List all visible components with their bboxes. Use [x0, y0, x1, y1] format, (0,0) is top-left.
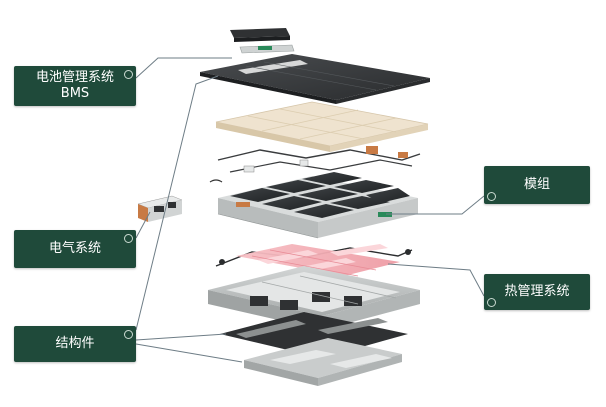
label-electrical-text: 电气系统 [48, 241, 101, 256]
label-thermal-text: 热管理系统 [504, 284, 570, 299]
label-thermal-management: 热管理系统 [484, 274, 590, 310]
label-electrical-system: 电气系统 [14, 230, 136, 268]
thermal-layer [215, 244, 413, 277]
module-layer [217, 172, 418, 239]
wiring-harness [209, 146, 421, 183]
label-structural-parts: 结构件 [14, 326, 136, 362]
label-bms: 电池管理系统 BMS [14, 66, 136, 106]
bms-board [230, 28, 295, 54]
label-bms-line2: BMS [60, 86, 90, 101]
leader-lines [135, 57, 485, 363]
leader-structural-1 [135, 75, 219, 331]
marker-dot-icon [124, 330, 133, 339]
label-module: 模组 [484, 166, 590, 204]
top-cover [200, 54, 430, 104]
leader-bms [135, 57, 232, 79]
label-structural-text: 结构件 [55, 336, 95, 351]
label-bms-line1: 电池管理系统 [35, 70, 114, 85]
marker-dot-icon [487, 298, 496, 307]
leader-module [386, 195, 485, 215]
leader-structural-3 [135, 343, 243, 363]
leader-thermal [387, 263, 485, 297]
label-module-text: 模组 [523, 177, 550, 192]
leader-electrical [135, 211, 151, 239]
electrical-box [137, 195, 183, 222]
marker-dot-icon [124, 234, 133, 243]
bottom-plate [220, 312, 408, 386]
leader-structural-2 [135, 333, 227, 341]
marker-dot-icon [487, 192, 496, 201]
marker-dot-icon [124, 70, 133, 79]
insulation-layer [215, 101, 429, 152]
